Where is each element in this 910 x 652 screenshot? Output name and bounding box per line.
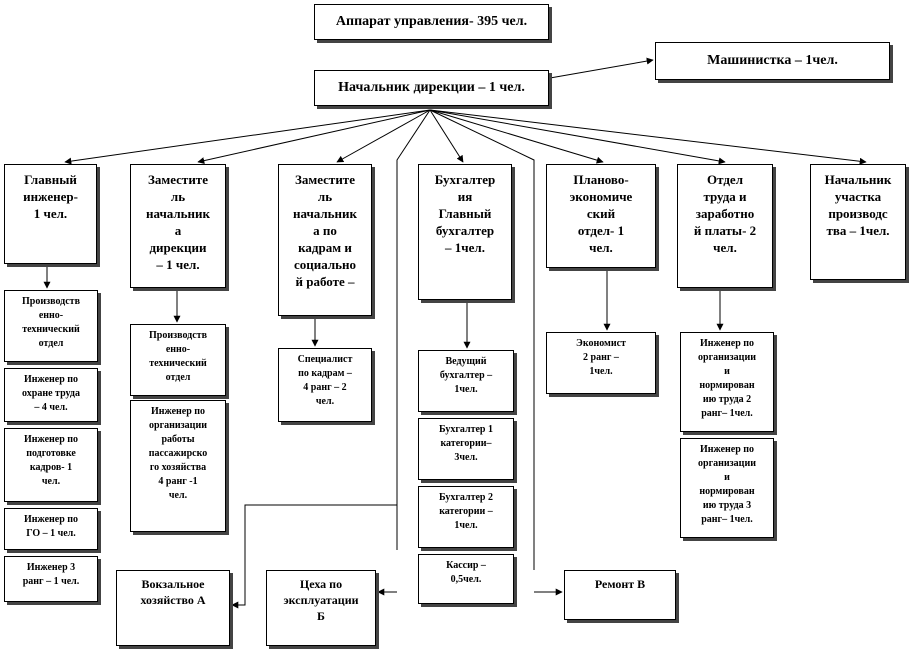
- box-ce-sub3: Инженер по подготовке кадров- 1 чел.: [4, 428, 98, 502]
- box-director: Начальник дирекции – 1 чел.: [314, 70, 549, 106]
- route-director-workshops: [396, 109, 431, 550]
- box-planning: Планово- экономиче ский отдел- 1 чел.: [546, 164, 656, 268]
- box-lab-sub2-label: Инженер по организации и нормирован ию т…: [698, 444, 756, 525]
- box-accounting-label: Бухгалтер ия Главный бухгалтер – 1чел.: [434, 172, 496, 255]
- arrow-director-site-head: [429, 109, 867, 165]
- arrow-director-typist: [549, 57, 654, 79]
- box-repair: Ремонт В: [564, 570, 676, 620]
- arrow-director-deputy-hr: [336, 109, 431, 163]
- arrow-director-accounting: [429, 109, 464, 163]
- box-ce-sub5-label: Инженер 3 ранг – 1 чел.: [22, 562, 80, 587]
- box-dd-sub1-label: Производств енно- технический отдел: [149, 330, 207, 383]
- box-lab-sub1: Инженер по организации и нормирован ию т…: [680, 332, 774, 432]
- box-station-label: Вокзальное хозяйство А: [140, 577, 206, 607]
- box-chief-engineer: Главный инженер- 1 чел.: [4, 164, 97, 264]
- box-deputy-director-label: Заместите ль начальник а дирекции – 1 че…: [145, 172, 211, 272]
- box-dd-sub1: Производств енно- технический отдел: [130, 324, 226, 396]
- box-chief-engineer-label: Главный инженер- 1 чел.: [23, 172, 78, 221]
- box-ce-sub4-label: Инженер по ГО – 1 чел.: [23, 514, 79, 539]
- box-acc-sub1: Ведущий бухгалтер – 1чел.: [418, 350, 514, 412]
- box-repair-label: Ремонт В: [594, 577, 646, 591]
- box-acc-sub4-label: Кассир – 0,5чел.: [446, 560, 486, 585]
- box-ce-sub2: Инженер по охране труда – 4 чел.: [4, 368, 98, 422]
- box-ce-sub1: Производств енно- технический отдел: [4, 290, 98, 362]
- box-typist-label: Машинистка – 1чел.: [707, 53, 838, 68]
- box-deputy-hr: Заместите ль начальник а по кадрам и соц…: [278, 164, 372, 316]
- box-ce-sub5: Инженер 3 ранг – 1 чел.: [4, 556, 98, 602]
- box-ce-sub2-label: Инженер по охране труда – 4 чел.: [22, 374, 80, 413]
- box-hr-sub1-label: Специалист по кадрам – 4 ранг – 2 чел.: [297, 354, 353, 407]
- box-site-head: Начальник участка производс тва – 1чел.: [810, 164, 906, 280]
- box-workshops: Цеха по эксплуатации Б: [266, 570, 376, 646]
- box-deputy-hr-label: Заместите ль начальник а по кадрам и соц…: [292, 172, 358, 289]
- arrow-to-station: [231, 504, 397, 609]
- box-acc-sub4: Кассир – 0,5чел.: [418, 554, 514, 604]
- box-acc-sub3: Бухгалтер 2 категории – 1чел.: [418, 486, 514, 548]
- arrow-director-chief-engineer: [64, 109, 431, 165]
- box-labor-label: Отдел труда и заработно й платы- 2 чел.: [693, 172, 757, 255]
- arrow-director-labor: [429, 109, 726, 165]
- box-deputy-director: Заместите ль начальник а дирекции – 1 че…: [130, 164, 226, 288]
- box-planning-label: Планово- экономиче ский отдел- 1 чел.: [569, 172, 633, 255]
- box-typist: Машинистка – 1чел.: [655, 42, 890, 80]
- box-hr-sub1: Специалист по кадрам – 4 ранг – 2 чел.: [278, 348, 372, 422]
- box-ce-sub3-label: Инженер по подготовке кадров- 1 чел.: [23, 434, 79, 487]
- box-station: Вокзальное хозяйство А: [116, 570, 230, 646]
- box-acc-sub2-label: Бухгалтер 1 категории– 3чел.: [438, 424, 493, 463]
- box-lab-sub1-label: Инженер по организации и нормирован ию т…: [698, 338, 756, 419]
- box-workshops-label: Цеха по эксплуатации Б: [283, 577, 359, 623]
- route-director-repair: [429, 109, 535, 570]
- box-acc-sub1-label: Ведущий бухгалтер – 1чел.: [439, 356, 493, 395]
- box-director-label: Начальник дирекции – 1 чел.: [338, 80, 525, 95]
- box-plan-sub1-label: Экономист 2 ранг – 1чел.: [576, 338, 626, 377]
- box-plan-sub1: Экономист 2 ранг – 1чел.: [546, 332, 656, 394]
- box-apparatus-label: Аппарат управления- 395 чел.: [335, 14, 528, 29]
- box-ce-sub1-label: Производств енно- технический отдел: [22, 296, 80, 349]
- arrow-director-deputy-director: [197, 109, 431, 165]
- box-acc-sub2: Бухгалтер 1 категории– 3чел.: [418, 418, 514, 480]
- box-ce-sub4: Инженер по ГО – 1 чел.: [4, 508, 98, 550]
- box-lab-sub2: Инженер по организации и нормирован ию т…: [680, 438, 774, 538]
- box-dd-sub2-label: Инженер по организации работы пассажирск…: [148, 406, 208, 501]
- box-apparatus: Аппарат управления- 395 чел.: [314, 4, 549, 40]
- box-accounting: Бухгалтер ия Главный бухгалтер – 1чел.: [418, 164, 512, 300]
- box-dd-sub2: Инженер по организации работы пассажирск…: [130, 400, 226, 532]
- box-acc-sub3-label: Бухгалтер 2 категории – 1чел.: [438, 492, 493, 531]
- box-labor: Отдел труда и заработно й платы- 2 чел.: [677, 164, 773, 288]
- box-site-head-label: Начальник участка производс тва – 1чел.: [824, 172, 892, 238]
- arrow-director-planning: [429, 109, 604, 164]
